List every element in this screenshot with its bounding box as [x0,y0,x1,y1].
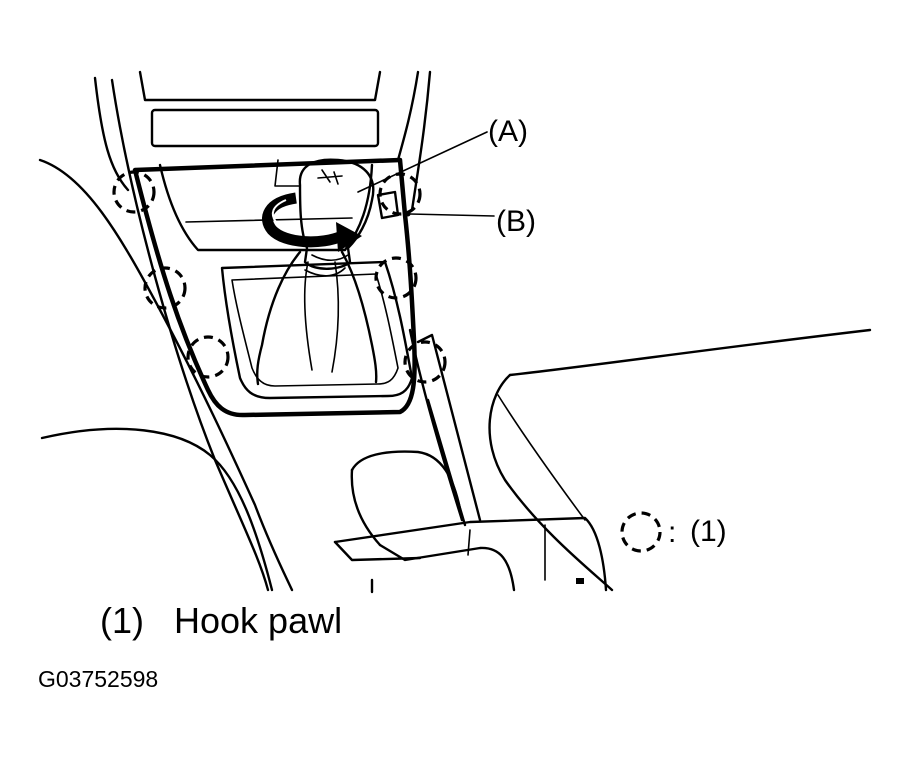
hook-pawl-marker [403,340,447,384]
caption-text: Hook pawl [174,600,343,641]
caption-ref: (1) [100,600,144,641]
hook-pawls [112,170,447,384]
lower-console [333,450,608,594]
leader-lines [357,131,495,217]
shift-boot-opening [220,260,414,400]
hook-pawl-marker [143,266,187,310]
legend-pawl-symbol [620,511,662,553]
label-a: (A) [488,115,528,148]
figure-id: G03752598 [38,666,159,692]
caption: (1) Hook pawl [100,600,342,642]
console-trim-panel [132,157,417,418]
hook-pawl-marker [186,335,230,379]
legend: : (1) [620,511,727,553]
legend-separator: : [668,516,676,549]
console-edge-strip [416,333,482,527]
dashboard-panel [93,70,420,192]
right-seat-outline [488,328,872,592]
label-b: (B) [496,205,536,238]
shift-knob [298,158,375,270]
shift-boot [256,250,378,386]
hook-pawl-marker [378,172,422,216]
hook-pawl-marker [374,256,418,300]
legend-ref: (1) [690,515,727,548]
rotation-arrow-icon [262,192,362,252]
hook-pawl-marker [112,170,156,214]
left-seat-outline [38,158,294,592]
console-rails [110,70,464,592]
